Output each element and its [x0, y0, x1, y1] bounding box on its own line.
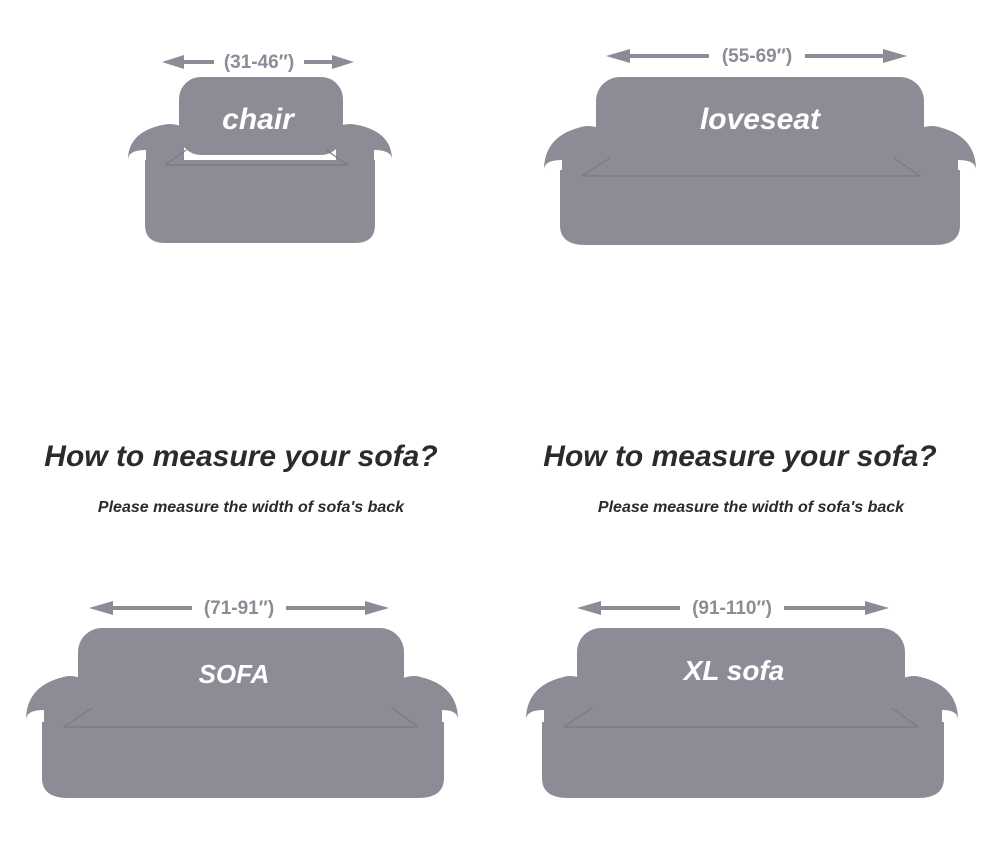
size-item-xl-sofa: (91-110″) XL sofa [526, 592, 958, 798]
sofa-icon [26, 628, 458, 798]
width-arrow: (55-69″) [606, 40, 907, 70]
width-range-label: (55-69″) [722, 46, 792, 67]
width-range-label: (91-110″) [692, 598, 772, 619]
instruction-block-right: How to measure your sofa? Please measure… [543, 440, 936, 516]
width-range-label: (31-46″) [224, 52, 294, 73]
loveseat-icon [544, 77, 976, 245]
instruction-block-left: How to measure your sofa? Please measure… [44, 440, 437, 516]
width-arrow: (91-110″) [577, 592, 889, 622]
size-name: loveseat [700, 103, 822, 136]
width-arrow: (71-91″) [89, 592, 389, 622]
width-arrow: (31-46″) [162, 46, 354, 76]
size-item-loveseat: (55-69″) loveseat [544, 40, 976, 245]
instruction-subtitle: Please measure the width of sofa's back [598, 499, 905, 516]
instruction-title: How to measure your sofa? [44, 440, 437, 473]
size-item-chair: (31-46″) chair [128, 46, 392, 243]
size-name: SOFA [199, 659, 270, 689]
size-name: XL sofa [682, 655, 785, 686]
instruction-title: How to measure your sofa? [543, 440, 936, 473]
size-item-sofa: (71-91″) SOFA [26, 592, 458, 798]
instruction-subtitle: Please measure the width of sofa's back [98, 499, 405, 516]
width-range-label: (71-91″) [204, 598, 274, 619]
chair-icon [128, 77, 392, 243]
size-name: chair [222, 103, 296, 136]
xl-sofa-icon [526, 628, 958, 798]
